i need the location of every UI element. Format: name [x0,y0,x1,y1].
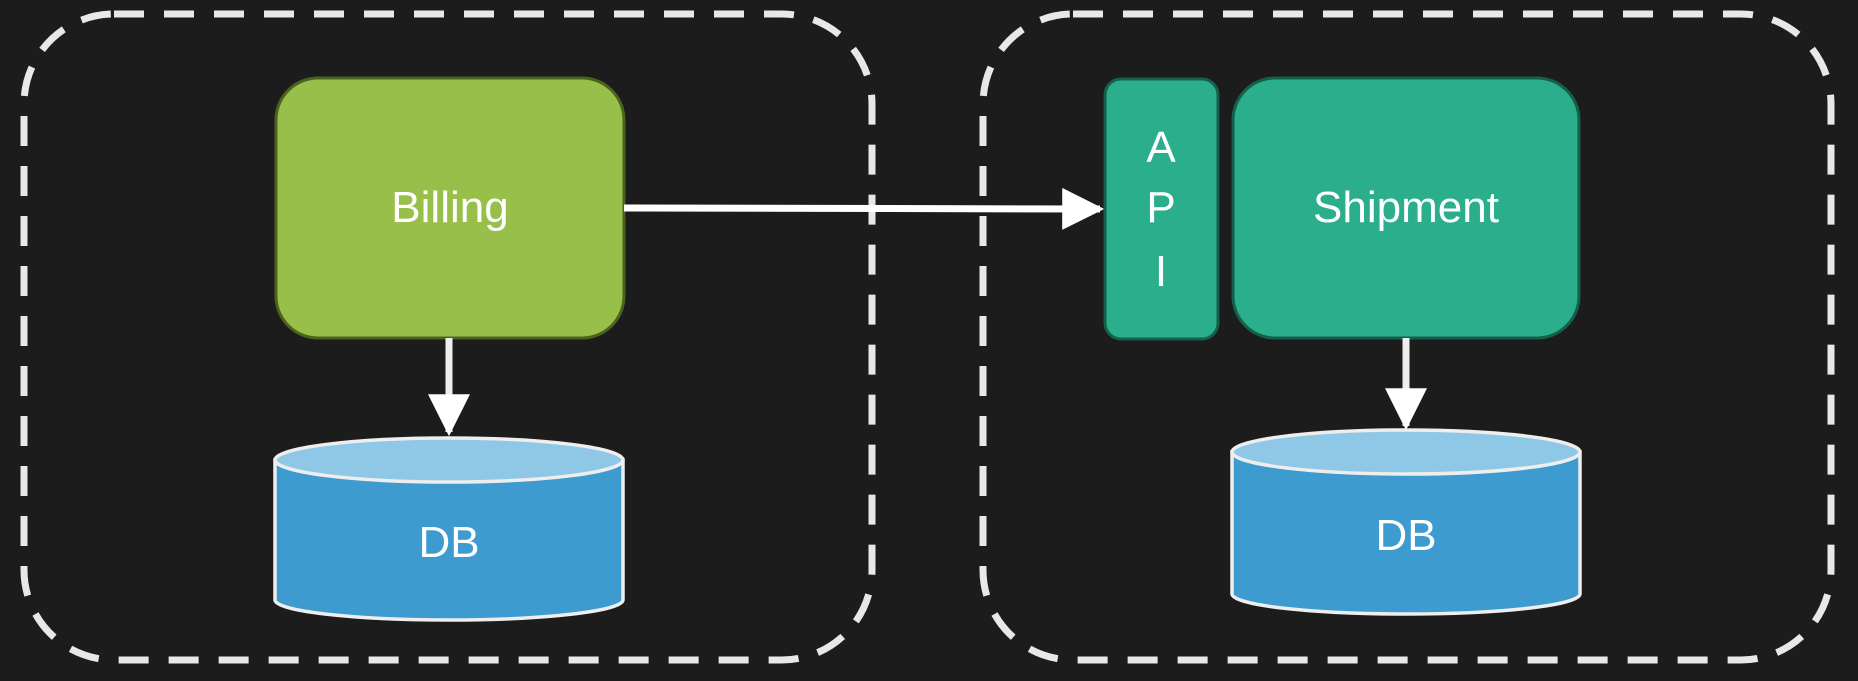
shipment-context-boundary [979,10,1835,664]
shipment-db-top [1230,428,1582,476]
billing-service: Billing [274,76,626,340]
billing-db-top [273,436,625,484]
billing-db-label: DB [418,518,479,567]
billing-db-body [273,458,625,622]
billing-database: DB [273,436,625,622]
shipment-database: DB [1230,428,1582,616]
shipment-service: Shipment [1231,76,1581,340]
billing-label: Billing [391,183,508,232]
billing-context-boundary [20,10,876,664]
api-letter-p: P [1146,183,1175,232]
api-box [1103,77,1220,341]
billing-to-api-arrow [623,187,1105,230]
api-letter-a: A [1146,123,1176,172]
api-letter-i: I [1155,247,1167,296]
shipment-api: A P I [1103,77,1220,341]
shipment-db-body [1230,450,1582,616]
shipment-db-label: DB [1375,511,1436,560]
shipment-label: Shipment [1313,183,1499,232]
